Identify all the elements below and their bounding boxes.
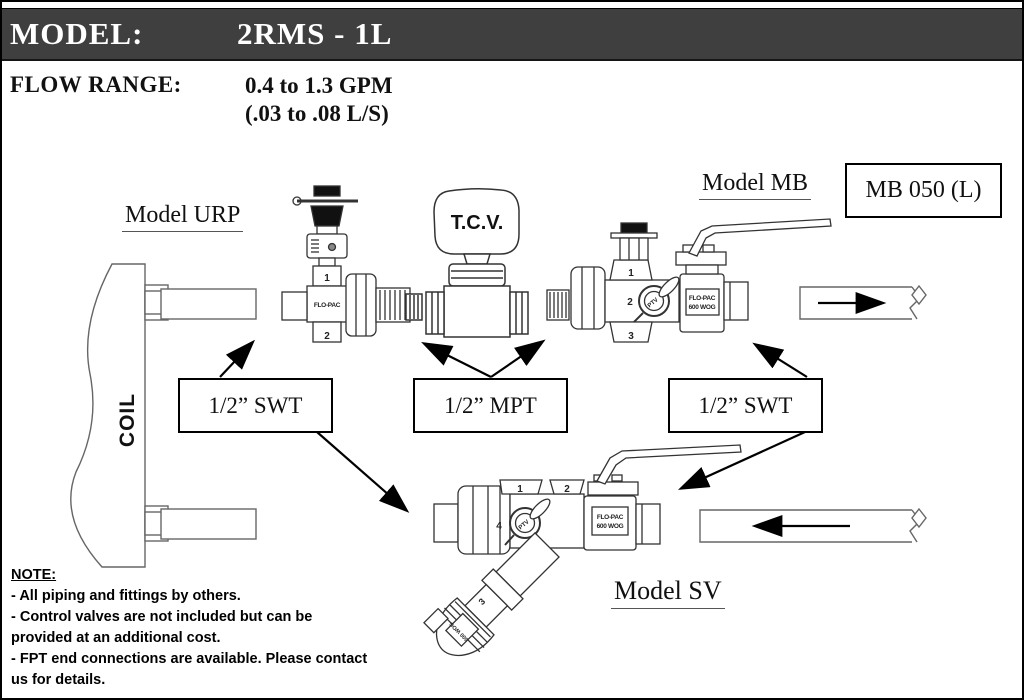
- flow-range-gpm: 0.4 to 1.3 GPM: [245, 73, 393, 98]
- tcv-valve: T.C.V.: [405, 187, 529, 338]
- sv-port1: 1: [517, 484, 523, 495]
- mb-port2: 2: [627, 297, 633, 308]
- mb-brand: FLO-PAC: [689, 295, 716, 302]
- arrow-swt-to-urp: [219, 339, 256, 378]
- arrow-swt-to-sv-inlet: [316, 431, 410, 513]
- connection-label-mpt: 1/2” MPT: [413, 378, 568, 433]
- connection-label-swt-left: 1/2” SWT: [178, 378, 333, 433]
- arrow-mpt-to-mb-inlet: [490, 339, 546, 378]
- model-header-bar: MODEL: 2RMS - 1L: [2, 8, 1022, 61]
- tcv-label: T.C.V.: [451, 212, 504, 234]
- note-line: us for details.: [11, 672, 106, 688]
- connection-label-swt-right: 1/2” SWT: [668, 378, 823, 433]
- sv-brand: FLO-PAC: [597, 514, 624, 521]
- arrow-swt-to-sv-outlet: [677, 430, 806, 490]
- sv-port2: 2: [564, 484, 570, 495]
- urp-brand: FLO-PAC: [314, 302, 341, 309]
- model-mb-label: Model MB: [699, 170, 812, 200]
- mb-size-box: MB 050 (L): [845, 163, 1002, 218]
- note-line: - All piping and fittings by others.: [11, 588, 241, 604]
- coil-group: COIL: [70, 263, 257, 568]
- flow-range-values: 0.4 to 1.3 GPM (.03 to .08 L/S): [245, 72, 393, 128]
- flow-range-lps: (.03 to .08 L/S): [245, 101, 389, 126]
- coil-label: COIL: [116, 393, 139, 447]
- note-title: NOTE:: [11, 567, 57, 583]
- return-pipe-bottom: [699, 507, 927, 543]
- model-value: 2RMS - 1L: [237, 16, 393, 51]
- note-block: NOTE: - All piping and fittings by other…: [11, 565, 368, 691]
- urp-port2: 2: [324, 331, 330, 342]
- supply-pipe-top: [799, 284, 927, 320]
- model-sv-label: Model SV: [611, 576, 725, 609]
- sv-rating: 600 WOG: [597, 523, 624, 530]
- mb-port1: 1: [628, 268, 634, 279]
- urp-valve: 1 FLO-PAC 2: [281, 185, 411, 343]
- note-line: provided at an additional cost.: [11, 630, 221, 646]
- arrow-mpt-to-tcv: [421, 342, 492, 378]
- sv-valve: 3 600 WOG 1 2 4 PTV FLO-PAC 600 WOG: [423, 444, 742, 657]
- mb-valve: 1 2 3 PTV FLO-PAC 600 WOG: [546, 218, 832, 343]
- model-label: MODEL:: [10, 16, 144, 51]
- model-urp-label: Model URP: [122, 202, 244, 232]
- urp-port1: 1: [324, 273, 330, 284]
- mb-rating: 600 WOG: [689, 304, 716, 311]
- note-line: - FPT end connections are available. Ple…: [11, 651, 368, 667]
- arrow-swt-to-mb-outlet: [752, 342, 808, 378]
- sv-port3: 3: [477, 596, 488, 607]
- mb-port3: 3: [628, 331, 634, 342]
- flow-range-label: FLOW RANGE:: [10, 72, 182, 97]
- note-line: - Control valves are not included but ca…: [11, 609, 313, 625]
- callout-arrows: [219, 339, 808, 513]
- sv-port4: 4: [496, 521, 502, 532]
